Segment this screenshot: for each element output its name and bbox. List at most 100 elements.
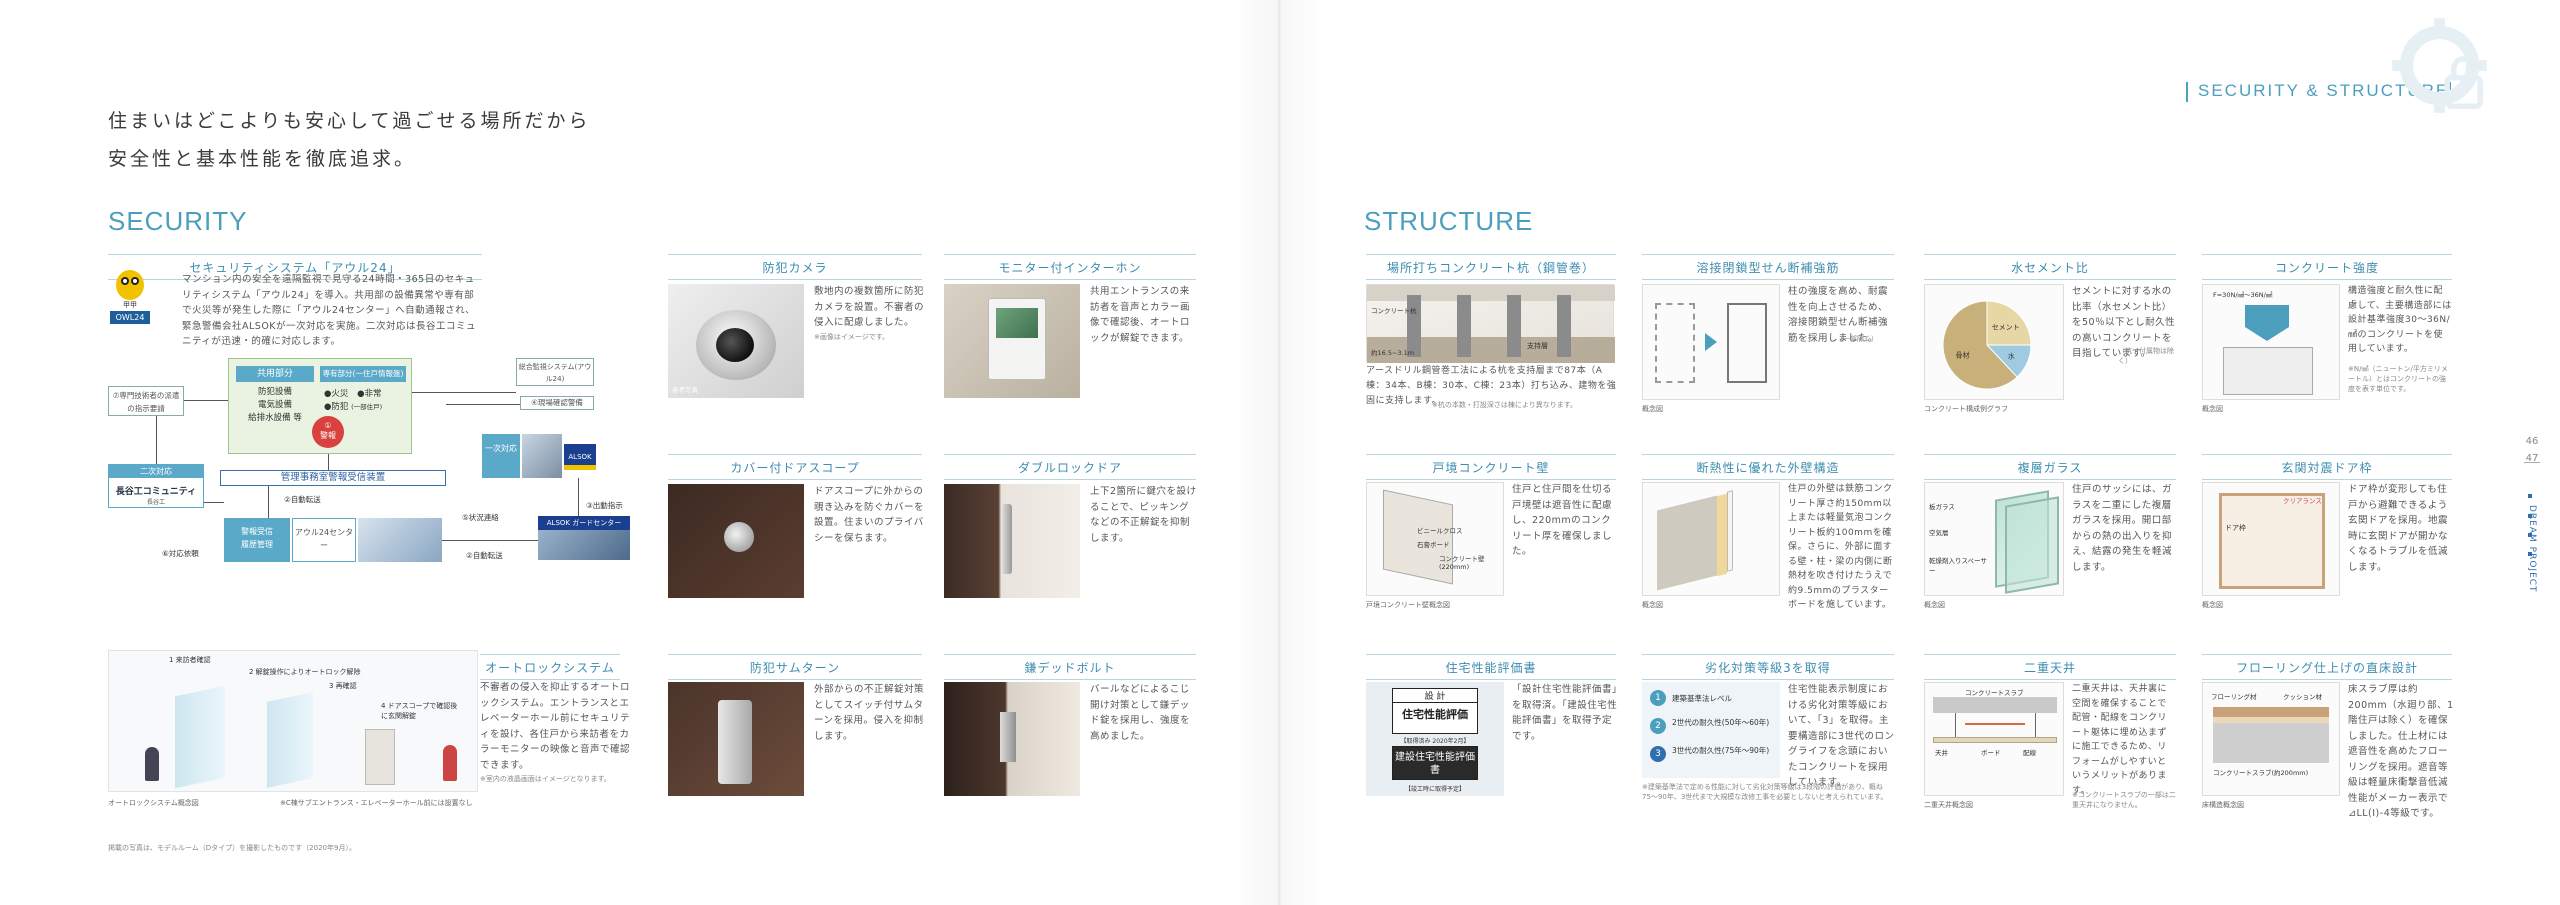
pie-slice-label: セメント [1992, 323, 2020, 331]
autolock-caption: オートロックシステム概念図 [108, 799, 199, 807]
durability-badge: 2 [1650, 718, 1666, 734]
durability-badge: 3 [1650, 746, 1666, 762]
aul-title: セキュリティシステム「アウル24」 [108, 254, 482, 280]
pile-label-support: 支持層 [1527, 342, 1548, 350]
durability-row: 2 2世代の耐久性(50年〜60年) [1642, 718, 1780, 740]
eval-illustration: 設 計 住宅性能評価 【取得済み 2020年2月】 建設住宅性能評価書 【竣工時… [1366, 682, 1504, 796]
elevator-glass [267, 692, 313, 788]
hoop-caption: 概念図 [1642, 405, 1663, 413]
ceiling-label-slab: コンクリートスラブ [1965, 689, 2024, 697]
common-items: 防犯設備 電気設備 給排水設備 等 [236, 386, 314, 425]
autolock-step-1: 1 来訪者確認 [169, 656, 211, 664]
durability-badge: 1 [1650, 690, 1666, 706]
status-report: ⑤状況連絡 [462, 513, 499, 522]
design-eval-card: 設 計 住宅性能評価 [1392, 688, 1478, 734]
private-item: ●防犯 [324, 402, 349, 412]
hoop-title: 溶接閉鎖型せん断補強筋 [1642, 254, 1894, 280]
wcratio-text: セメントに対する水の比率（水セメント比）を50％以下とし耐久性の高いコンクリート… [2072, 286, 2176, 359]
glass-title: 複層ガラス [1924, 454, 2176, 480]
footnote: 掲載の写真は、モデルルーム（Dタイプ）を撮影したものです（2020年9月）。 [108, 844, 356, 852]
durability-label: 3世代の耐久性(75年〜90年) [1672, 746, 1770, 755]
alarm-number: ① [324, 421, 332, 430]
hoop-note: （一部除く） [1836, 335, 1878, 343]
common-item: 給排水設備 等 [248, 413, 302, 423]
page-number-47: 47 [2525, 453, 2539, 464]
entrance-glass [175, 685, 225, 789]
eval-title: 住宅性能評価書 [1366, 654, 1616, 680]
section-header: SECURITY & STRUCTURE [2198, 81, 2450, 100]
spine [1278, 0, 1282, 905]
haseko-label: 長谷工コミュニティ [115, 487, 197, 497]
pile-note: ※杭の本数・打設深さは棟により異なります。 [1432, 401, 1578, 409]
private-item: (一部住戸) [351, 403, 383, 411]
autolock-diagram: 1 来訪者確認 2 解錠操作によりオートロック解除 3 再確認 4 ドアスコープ… [108, 650, 478, 792]
camera-text: 敷地内の複数箇所に防犯カメラを設置。不審者の侵入に配慮しました。 [814, 286, 925, 328]
ceiling-note: ※コンクリートスラブの一部は二重天井になりません。 [2072, 791, 2176, 809]
pie-slice [1986, 300, 2032, 346]
exterior-illustration [1642, 482, 1780, 596]
resident-door [365, 729, 395, 785]
wall-label-cloth: ビニールクロス [1417, 527, 1463, 535]
pile-illustration: 支持層 約16.5~3.1m コンクリート杭 [1366, 284, 1615, 363]
doorscope-photo [668, 484, 804, 598]
headline: 住まいはどこよりも安心して過ごせる場所だから 安全性と基本性能を徹底追求。 [108, 102, 590, 178]
deadbolt-text: バールなどによるこじ開け対策として鎌デッド錠を採用し、強度を高めました。 [1090, 684, 1191, 742]
exterior-title: 断熱性に優れた外壁構造 [1642, 454, 1894, 480]
door-illustration: ドア枠 クリアランス [2202, 482, 2340, 596]
owl24-label: OWL24 [110, 311, 150, 324]
aul-diagram: 共用部分 防犯設備 電気設備 給排水設備 等 専有部分(一住戸情報盤) ●火災 … [108, 352, 638, 582]
glass-label-air: 空気層 [1929, 529, 1949, 537]
dispatch-label: ③出動指示 [586, 501, 623, 510]
center-function: 履歴管理 [241, 540, 273, 549]
glass-caption: 概念図 [1924, 601, 1945, 609]
common-item: 防犯設備 [257, 387, 292, 397]
exterior-caption: 概念図 [1642, 601, 1663, 609]
left-fold-shadow [1230, 0, 1278, 905]
manager-receiver: 管理事務室警報受信装置 [220, 470, 446, 486]
doublelock-text: 上下2箇所に鍵穴を設けることで、ピッキングなどの不正解錠を抑制します。 [1090, 486, 1197, 544]
owl-icon [116, 270, 144, 300]
security-title: SECURITY [108, 206, 248, 236]
doorscope-icon [724, 522, 754, 552]
durability-title: 劣化対策等級3を取得 [1642, 654, 1894, 680]
aul-text: マンション内の安全を遠隔監視で見守る24時間・365日のセキュリティシステム「ア… [182, 274, 477, 347]
strength-illustration: F=30N/㎟〜36N/㎟ [2202, 284, 2340, 400]
durability-note: ※建築基準法で定める性能に対して劣化対策等級は3段階の評価があり、概ね75〜90… [1642, 783, 1888, 801]
floor-label-cushion: クッション材 [2283, 693, 2322, 701]
ceiling-caption: 二重天井概念図 [1924, 801, 1973, 809]
thumbturn-photo [668, 682, 804, 796]
wcratio-chart: セメント水骨材 [1924, 284, 2064, 400]
headline-line-1: 住まいはどこよりも安心して過ごせる場所だから [108, 110, 591, 132]
floor-caption: 床構造概念図 [2202, 801, 2244, 809]
wcratio-caption: コンクリート構成例グラフ [1924, 405, 2008, 413]
center-photo [358, 518, 442, 562]
gear-lock-icon [2392, 18, 2487, 113]
autolock-title: オートロックシステム [480, 654, 620, 680]
camera-photo: 参考写真 [668, 284, 804, 398]
door-text: ドア枠が変形しても住戸から避難できるよう玄関ドアを採用。地震時に玄関ドアが開かな… [2348, 484, 2449, 573]
durability-text: 住宅性能表示制度における劣化対策等級において、「3」を取得。主要構造部に3世代の… [1788, 684, 1895, 788]
camera-note: ※画像はイメージです。 [814, 333, 890, 341]
haseko-sub: 長谷工 [146, 499, 165, 506]
alarm-label: 警報 [320, 431, 336, 440]
thumbturn-title: 防犯サムターン [668, 654, 922, 680]
page-number-46: 46 [2525, 436, 2539, 447]
hoop-text: 柱の強度を高め、耐震性を向上させるため、溶接閉鎖型せん断補強筋を採用しました。 [1788, 286, 1889, 344]
autolock-step-4: 4 ドアスコープで確認後に玄関解錠 [381, 702, 458, 720]
secondary-label: 二次対応 [109, 465, 203, 478]
strength-label: F=30N/㎟〜36N/㎟ [2213, 291, 2273, 299]
structure-title: STRUCTURE [1364, 206, 1534, 236]
door-label-frame: ドア枠 [2225, 524, 2246, 532]
ceiling-label-ceiling: 天井 [1935, 749, 1948, 757]
camera-lens [716, 328, 754, 362]
common-item: 電気設備 [257, 400, 292, 410]
ceiling-title: 二重天井 [1924, 654, 2176, 680]
wcratio-title: 水セメント比 [1924, 254, 2176, 280]
construction-eval-card: 建設住宅性能評価書 [1392, 746, 1478, 780]
wall-title: 戸境コンクリート壁 [1366, 454, 1616, 480]
alarm-badge: ① 警報 [312, 416, 344, 448]
doorscope-text: ドアスコープに外からの覗き込みを防ぐカバーを設置。住まいのプライバシーを保ちます… [814, 486, 925, 544]
pie-slice-label: 水 [2008, 351, 2015, 360]
design-eval-top: 設 計 [1393, 689, 1477, 703]
